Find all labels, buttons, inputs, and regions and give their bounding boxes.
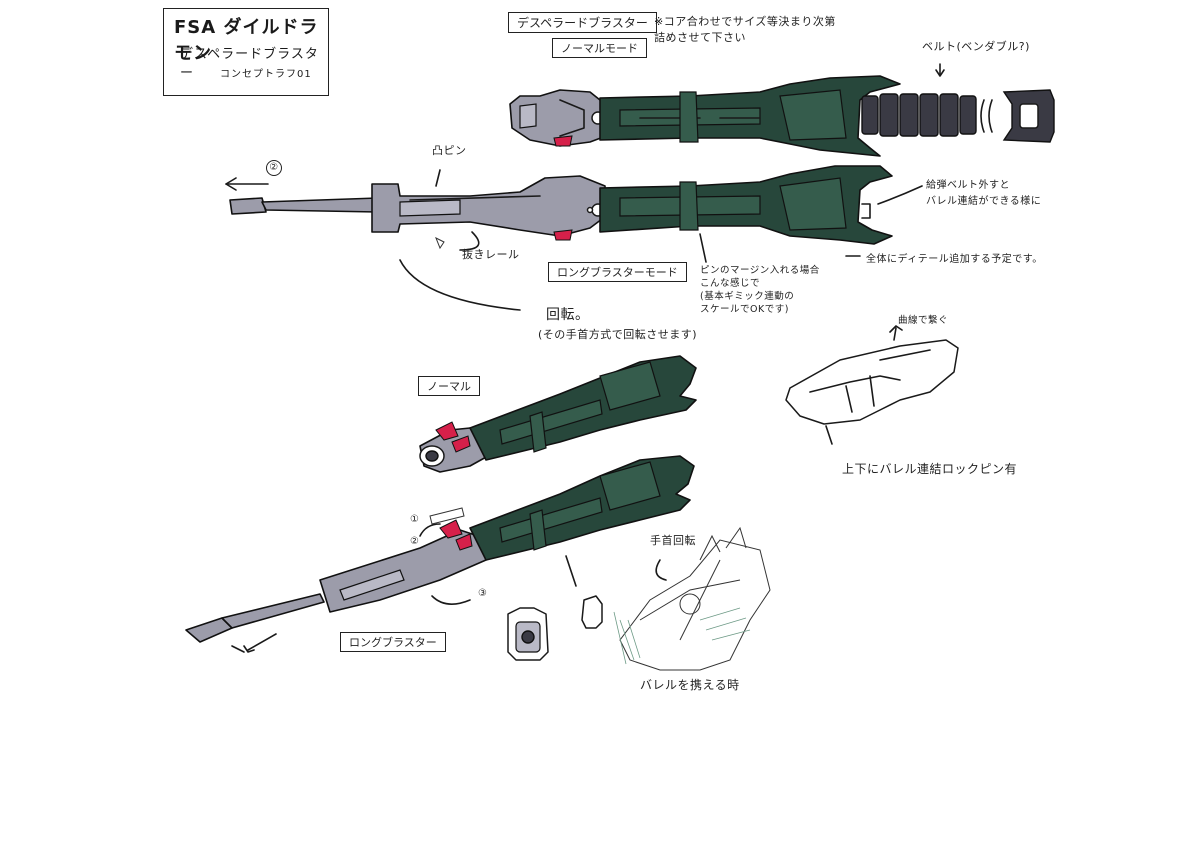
sheet-rough-note: コンセプトラフ01 bbox=[220, 69, 312, 80]
label-long-mode: ロングブラスターモード bbox=[548, 262, 687, 282]
label-size-note: ※コア合わせでサイズ等決まり次第 詰めさせて下さい bbox=[654, 15, 836, 44]
barrel-head-sketch bbox=[785, 325, 959, 445]
weapon-long-blaster-perspective bbox=[185, 455, 695, 653]
label-long-blaster: ロングブラスター bbox=[340, 632, 446, 652]
label-lock-pin-note: 上下にバレル連結ロックピン有 bbox=[842, 462, 1018, 476]
label-head-note: 曲線で繋ぐ bbox=[898, 315, 949, 326]
label-rotate-sub: (その手首方式で回転させます) bbox=[538, 328, 698, 341]
label-hand-rotate: 手首回転 bbox=[650, 534, 696, 547]
label-detail-note: 全体にディテール追加する予定です。 bbox=[866, 254, 1043, 265]
label-circle-2: ② bbox=[410, 536, 420, 547]
label-circle-1: ① bbox=[410, 514, 420, 525]
sheet-weapon-title: デスペラードブラスター bbox=[180, 47, 319, 81]
label-pin-note: 凸ピン bbox=[432, 144, 467, 157]
weapon-long-blaster-mode bbox=[225, 165, 923, 311]
label-normal: ノーマル bbox=[418, 376, 480, 396]
label-circle-2-top: ② bbox=[266, 160, 282, 176]
sheet-series-title: FSA ダイルドラモン bbox=[174, 17, 319, 64]
label-pin-margin-note: ピンのマージン入れる場合 こんな感じで (基本ギミック連動の スケールでOKです… bbox=[700, 265, 820, 315]
sheet-title-box: FSA ダイルドラモン デスペラードブラスター コンセプトラフ01 bbox=[163, 8, 329, 96]
label-belt-remove-note: 給弾ベルト外すと バレル連結ができる様に bbox=[926, 180, 1042, 207]
weapon-normal-perspective bbox=[419, 355, 697, 473]
wrist-rotation-sketch bbox=[613, 526, 771, 671]
label-rotate: 回転。 bbox=[546, 307, 590, 323]
ammo-belt bbox=[861, 89, 1055, 143]
label-circle-3: ③ bbox=[478, 588, 488, 599]
label-belt-note: ベルト(ベンダブル?) bbox=[922, 40, 1030, 53]
label-weapon-name: デスペラードブラスター bbox=[508, 12, 657, 33]
label-rail-note: 抜きレール bbox=[462, 248, 520, 261]
weapon-normal-mode bbox=[509, 63, 1055, 157]
label-normal-mode: ノーマルモード bbox=[552, 38, 647, 58]
connector-part-sketch bbox=[507, 595, 603, 661]
label-barrel-hold: バレルを携える時 bbox=[640, 678, 740, 692]
